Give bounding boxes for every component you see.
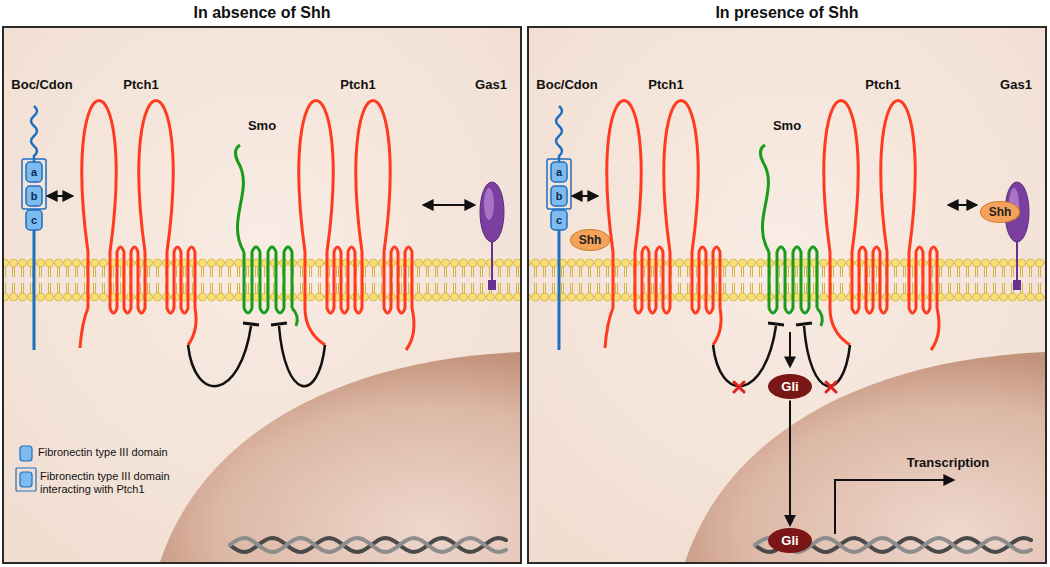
interaction-arrow [573,195,597,197]
node-text: Shh [579,233,602,247]
protein-label: Boc/Cdon [11,77,72,92]
inhibition-arc [279,326,325,386]
fibronectin-domain [26,186,42,206]
ptch1-receptor [607,101,720,314]
activation-arrow [789,332,791,366]
smo-n-terminus [235,145,244,252]
gli-factor: Gli [768,528,811,553]
smo-c-terminus [817,308,822,326]
protein-label: Ptch1 [340,77,375,92]
protein-label: Ptch1 [648,77,683,92]
smo-n-terminus [760,145,769,252]
lipid-bilayer [529,258,1045,302]
boc-cdon-tail [31,106,37,162]
gpi-anchor [1013,280,1021,290]
ptch1-tail [188,308,196,345]
panel-title: In absence of Shh [4,4,520,22]
ptch1-receptor [299,101,412,314]
legend-outline-sample [16,468,36,491]
dna-strand [230,538,506,552]
interaction-outline [547,159,571,209]
interaction-arrow [949,204,976,206]
gas1-highlight [484,188,494,220]
domain-letter: c [556,214,562,226]
protein-label: Ptch1 [123,77,158,92]
inhibition-bar [243,323,259,325]
fibronectin-domain [26,210,42,230]
boc-cdon-stem [558,230,561,350]
gas1-stalk [491,240,493,282]
interaction-arrow [48,195,72,197]
smo-receptor [244,247,292,313]
protein-label: Ptch1 [865,77,900,92]
cell-panel: In presence of ShhShhShhGliGli [527,26,1047,564]
cell-cytoplasm [527,26,1047,564]
boc-cdon-stem [33,230,36,350]
gas1-stalk [1016,240,1018,282]
ptch1-tail [931,308,939,350]
fibronectin-domain [551,210,567,230]
protein-label: Boc/Cdon [536,77,597,92]
smo-c-terminus [292,308,297,326]
blocked-mark [826,382,836,392]
ptch1-receptor [824,101,937,314]
process-label: Transcription [907,455,989,470]
shh-ligand: Shh [570,229,611,251]
signal-arrow [789,401,791,525]
ptch1-tail [406,308,414,350]
legend-domain-sample [20,446,32,461]
fibronectin-domain [551,186,567,206]
legend-text: Fibronectin type III domain interacting … [40,470,190,496]
panel-title: In presence of Shh [529,4,1045,22]
domain-letter: a [556,166,562,178]
ptch1-tail [305,308,325,345]
gas1-protein [480,182,504,242]
fibronectin-domain [26,162,42,182]
nucleus [685,352,1045,562]
ptch1-tail [80,308,88,348]
smo-receptor [769,247,817,313]
shh-ligand: Shh [980,201,1021,223]
ptch1-tail [830,308,850,345]
domain-letter: a [31,166,37,178]
boc-cdon-tail [556,106,562,162]
ptch1-tail [605,308,613,348]
domain-letter: b [556,190,563,202]
node-text: Gli [781,379,798,394]
node-text: Gli [781,533,798,548]
protein-label: Gas1 [475,77,507,92]
protein-label: Smo [248,118,276,133]
domain-letter: b [31,190,38,202]
lipid-bilayer [4,258,520,302]
cell-cytoplasm [2,26,522,564]
inhibition-arc [804,326,850,386]
fibronectin-domain [551,162,567,182]
transcription-arrow [835,480,953,534]
gli-factor: Gli [768,374,811,399]
protein-label: Smo [773,118,801,133]
inhibition-bar [271,323,287,325]
blocked-mark [734,382,744,392]
node-text: Shh [989,205,1012,219]
interaction-outline [22,159,46,209]
gpi-anchor [488,280,496,290]
dna-strand [230,538,506,552]
inhibition-arc [188,326,251,386]
ptch1-receptor [82,101,195,314]
legend-text: Fibronectin type III domain [38,446,188,459]
interaction-arrow [424,204,474,206]
legend-domain-sample [20,472,32,487]
inhibition-bar [796,323,812,325]
nucleus [160,352,520,562]
domain-letter: c [31,214,37,226]
inhibition-arc [713,326,776,386]
ptch1-tail [713,308,721,345]
inhibition-bar [768,323,784,325]
protein-label: Gas1 [1000,77,1032,92]
